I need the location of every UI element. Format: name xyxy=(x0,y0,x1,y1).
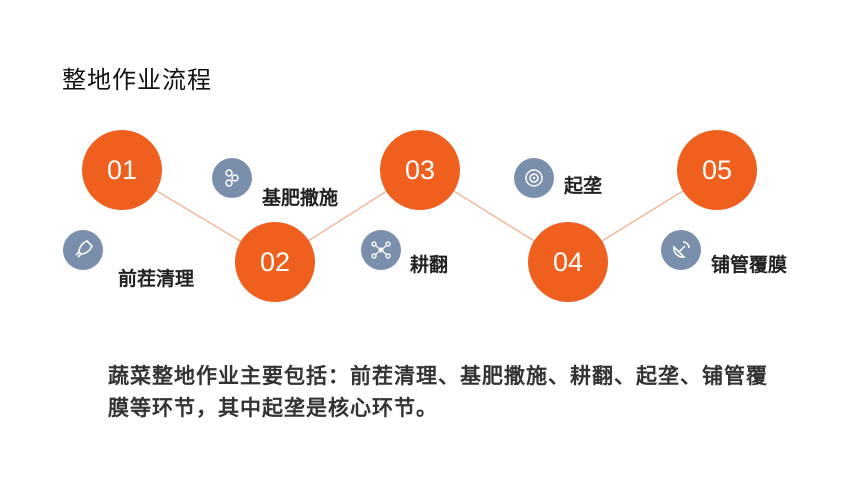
step-circle-02: 02 xyxy=(235,222,315,302)
step-number: 04 xyxy=(552,246,584,277)
molecule-icon xyxy=(212,158,252,198)
network-icon xyxy=(361,230,401,270)
satellite-dish-icon xyxy=(661,230,701,270)
slide-title: 整地作业流程 xyxy=(62,66,212,94)
step-label-5: 铺管覆膜 xyxy=(711,254,788,276)
step-label-3: 耕翻 xyxy=(410,254,449,276)
rocket-icon xyxy=(63,230,103,270)
step-number: 05 xyxy=(701,154,733,185)
step-number: 01 xyxy=(106,154,138,185)
step-label-1: 前茬清理 xyxy=(118,268,195,290)
step-circle-04: 04 xyxy=(528,222,608,302)
step-label-4: 起垄 xyxy=(564,175,603,197)
step-number: 02 xyxy=(259,246,291,277)
step-circle-03: 03 xyxy=(380,130,460,210)
target-icon xyxy=(514,158,554,198)
step-circle-01: 01 xyxy=(82,130,162,210)
step-label-2: 基肥撒施 xyxy=(262,187,339,209)
summary-text: 蔬菜整地作业主要包括：前茬清理、基肥撒施、耕翻、起垄、铺管覆膜等环节，其中起垄是… xyxy=(108,364,768,420)
step-circle-05: 05 xyxy=(677,130,757,210)
step-number: 03 xyxy=(404,154,436,185)
